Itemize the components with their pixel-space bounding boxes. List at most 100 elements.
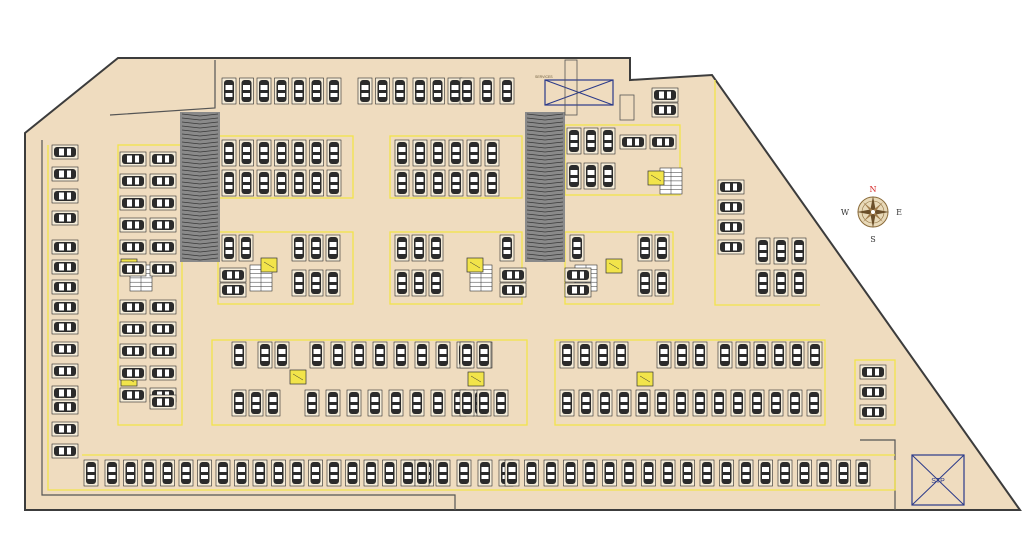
car	[51, 259, 79, 275]
car	[524, 459, 539, 487]
car	[791, 269, 807, 297]
car	[484, 139, 500, 167]
car	[265, 389, 281, 417]
car	[758, 459, 773, 487]
car	[637, 269, 653, 297]
car	[231, 341, 247, 369]
car	[274, 341, 290, 369]
car	[499, 282, 527, 298]
car	[141, 459, 157, 487]
car	[51, 279, 79, 295]
car	[430, 169, 446, 197]
car	[51, 341, 79, 357]
car	[563, 459, 578, 487]
car	[859, 404, 887, 420]
car	[771, 341, 787, 369]
car	[382, 459, 397, 487]
car	[409, 389, 425, 417]
lift	[647, 170, 665, 186]
car	[51, 188, 79, 204]
car	[616, 389, 632, 417]
services-label: SERVICES	[535, 75, 553, 79]
lift	[636, 371, 654, 387]
car	[221, 77, 237, 105]
car	[149, 261, 177, 277]
car	[308, 269, 324, 297]
car	[149, 173, 177, 189]
car	[654, 389, 670, 417]
car	[291, 77, 307, 105]
car	[119, 387, 147, 403]
car	[619, 134, 647, 150]
car	[738, 459, 754, 487]
car	[149, 321, 177, 337]
car	[291, 169, 307, 197]
car	[238, 234, 254, 262]
car	[595, 341, 611, 369]
car	[654, 234, 670, 262]
car	[651, 87, 679, 103]
car	[119, 299, 147, 315]
car	[309, 341, 325, 369]
car	[149, 343, 177, 359]
car	[621, 459, 637, 487]
car	[477, 459, 493, 487]
car	[388, 389, 404, 417]
car	[717, 341, 733, 369]
compass-n: N	[870, 185, 877, 194]
car	[504, 459, 520, 487]
car	[231, 389, 247, 417]
car	[692, 389, 708, 417]
car	[859, 364, 887, 380]
car	[430, 389, 446, 417]
car	[392, 77, 408, 105]
car	[394, 169, 410, 197]
car	[345, 459, 360, 487]
car	[787, 389, 803, 417]
car	[83, 459, 99, 487]
car	[566, 162, 582, 190]
car	[119, 239, 147, 255]
car	[641, 459, 656, 487]
car	[566, 127, 582, 155]
car	[466, 139, 482, 167]
car	[602, 459, 617, 487]
car	[326, 77, 342, 105]
car	[499, 267, 527, 283]
car	[654, 269, 670, 297]
car	[499, 77, 515, 105]
car	[289, 459, 305, 487]
car	[394, 269, 410, 297]
car	[325, 389, 341, 417]
car	[51, 385, 79, 401]
car	[119, 151, 147, 167]
car	[325, 269, 341, 297]
car	[466, 169, 482, 197]
car	[221, 169, 237, 197]
car	[749, 389, 765, 417]
car	[308, 234, 324, 262]
car	[797, 459, 812, 487]
car	[119, 261, 147, 277]
car	[564, 282, 592, 298]
car	[394, 234, 410, 262]
car	[178, 459, 194, 487]
stp-block: STP	[911, 454, 965, 506]
car	[119, 343, 147, 359]
car	[221, 139, 237, 167]
car	[149, 299, 177, 315]
car	[583, 127, 599, 155]
car	[274, 77, 289, 105]
car	[252, 459, 268, 487]
car	[777, 459, 793, 487]
car	[773, 269, 789, 297]
car	[430, 139, 446, 167]
car	[119, 365, 147, 381]
car	[719, 459, 734, 487]
car	[673, 389, 689, 417]
car	[51, 363, 79, 379]
car	[635, 389, 651, 417]
car	[448, 139, 464, 167]
car	[411, 234, 427, 262]
car	[291, 269, 307, 297]
